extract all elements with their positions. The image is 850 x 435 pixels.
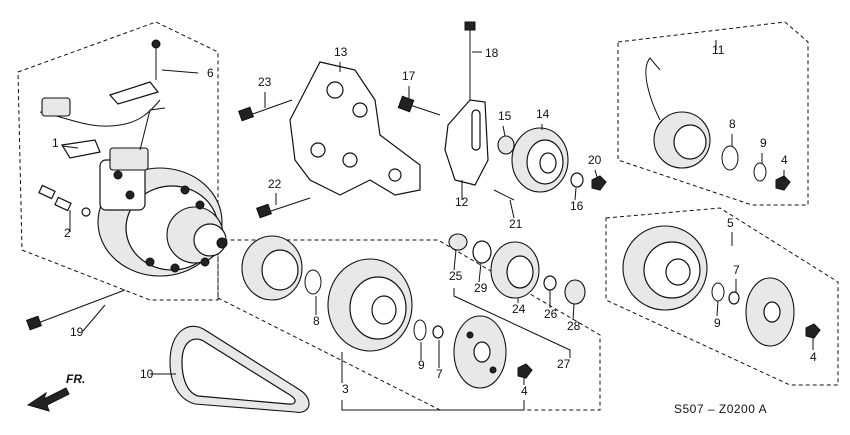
callout-c7a: 7 bbox=[436, 367, 443, 381]
callout-c9a: 9 bbox=[418, 358, 425, 372]
plate-5 bbox=[745, 277, 795, 347]
front-arrow: FR. bbox=[26, 372, 85, 412]
collar-15 bbox=[497, 135, 515, 155]
nut-4c bbox=[805, 323, 821, 339]
callout-c21: 21 bbox=[509, 217, 523, 231]
collar-25 bbox=[448, 233, 468, 251]
callout-c26: 26 bbox=[544, 307, 558, 321]
plate-3 bbox=[453, 315, 507, 389]
callout-c17: 17 bbox=[402, 69, 416, 83]
callout-c23: 23 bbox=[258, 75, 272, 89]
callout-c27: 27 bbox=[557, 357, 571, 371]
fittings-2 bbox=[38, 184, 91, 217]
callout-c2: 2 bbox=[64, 226, 71, 240]
group-box-compressor bbox=[17, 21, 219, 301]
callout-c15: 15 bbox=[498, 109, 512, 123]
callout-c24: 24 bbox=[512, 302, 526, 316]
nut-20 bbox=[591, 175, 607, 191]
callout-c29: 29 bbox=[474, 281, 488, 295]
adjuster-12 bbox=[444, 99, 489, 186]
callout-c14: 14 bbox=[536, 107, 550, 121]
pulley-5 bbox=[622, 225, 708, 311]
callout-c12: 12 bbox=[455, 195, 469, 209]
belt-10 bbox=[169, 325, 310, 413]
callout-c3: 3 bbox=[342, 382, 349, 396]
callout-c20: 20 bbox=[588, 153, 602, 167]
callout-c19: 19 bbox=[70, 325, 84, 339]
bolt-21 bbox=[493, 189, 515, 201]
pulley-24 bbox=[490, 241, 540, 299]
group-box-coil bbox=[617, 21, 809, 206]
callout-c18: 18 bbox=[485, 46, 499, 60]
callout-c25: 25 bbox=[449, 269, 463, 283]
pulley-3 bbox=[327, 258, 413, 352]
callout-c28: 28 bbox=[567, 319, 581, 333]
pulley-14 bbox=[511, 127, 569, 193]
compressor bbox=[97, 107, 228, 277]
ring-29 bbox=[472, 240, 492, 264]
ring-28 bbox=[564, 279, 586, 305]
front-label: FR. bbox=[66, 372, 85, 386]
callout-c22: 22 bbox=[268, 177, 282, 191]
leader-lines bbox=[61, 40, 814, 411]
coil-3 bbox=[241, 235, 303, 301]
callout-c4c: 4 bbox=[810, 350, 817, 364]
snap-ring-8b bbox=[721, 145, 739, 171]
shim-7 bbox=[432, 325, 444, 339]
bolt-19 bbox=[26, 289, 126, 331]
snap-ring-9c bbox=[711, 282, 725, 302]
callout-c9b: 9 bbox=[760, 136, 767, 150]
callout-c8a: 8 bbox=[313, 314, 320, 328]
drawing-code: S507 – Z0200 A bbox=[674, 402, 767, 416]
shim-7b bbox=[728, 291, 740, 305]
callout-c13: 13 bbox=[334, 45, 348, 59]
washer-26 bbox=[543, 275, 557, 291]
callout-c5: 5 bbox=[727, 216, 734, 230]
callout-c11: 11 bbox=[712, 43, 725, 57]
snap-ring-9 bbox=[413, 319, 427, 341]
callout-c1: 1 bbox=[52, 136, 59, 150]
nut-4b bbox=[775, 175, 791, 191]
nut-4a bbox=[517, 363, 533, 379]
callout-c16: 16 bbox=[570, 199, 584, 213]
harness-6 bbox=[39, 39, 161, 159]
callout-c6: 6 bbox=[207, 66, 214, 80]
bolt-17 bbox=[397, 95, 441, 116]
bolt-22 bbox=[256, 197, 311, 219]
bracket-13 bbox=[289, 61, 421, 196]
bolt-23 bbox=[238, 99, 293, 122]
callout-c10: 10 bbox=[140, 367, 154, 381]
callout-c7b: 7 bbox=[733, 263, 740, 277]
snap-ring-8 bbox=[304, 269, 322, 295]
snap-ring-9b bbox=[753, 162, 767, 182]
callout-c9c: 9 bbox=[714, 316, 721, 330]
callout-c8b: 8 bbox=[729, 117, 736, 131]
callout-c4b: 4 bbox=[781, 153, 788, 167]
callout-c4a: 4 bbox=[521, 384, 528, 398]
coil-11 bbox=[645, 57, 711, 169]
group-box-clutch-set bbox=[605, 207, 839, 386]
bolt-18 bbox=[464, 21, 476, 100]
washer-16 bbox=[570, 172, 584, 188]
